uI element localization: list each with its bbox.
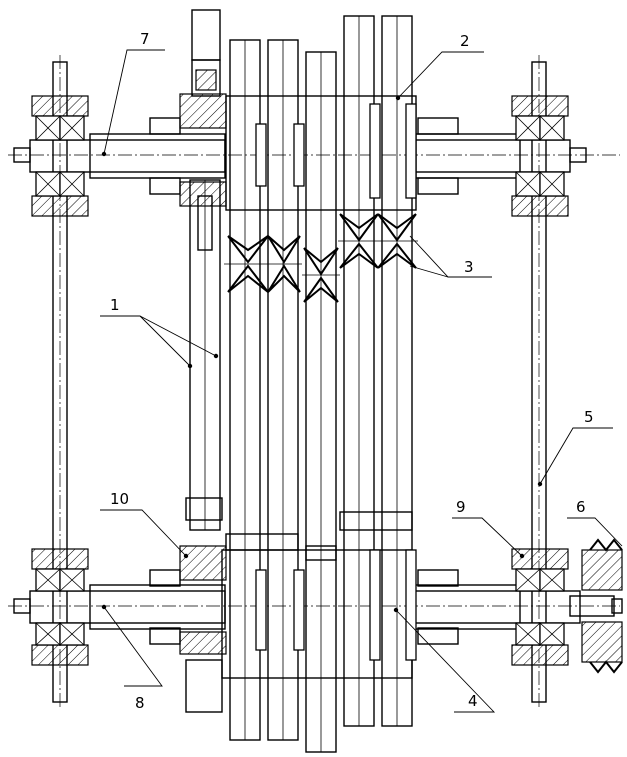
callout-5: 5 [584, 408, 594, 426]
callout-leaders [100, 49, 623, 713]
callout-4: 4 [468, 692, 478, 710]
callout-3: 3 [464, 258, 474, 276]
left-side-plate [185, 9, 223, 713]
callout-10: 10 [110, 490, 129, 508]
gear-cluster [224, 213, 418, 303]
callout-2: 2 [460, 32, 470, 50]
upper-eccentric-discs [225, 95, 417, 211]
callout-6: 6 [576, 498, 586, 516]
lower-shaft-assembly [8, 545, 623, 666]
right-tie-rod [531, 55, 547, 710]
callout-7: 7 [140, 30, 150, 48]
connecting-rods [229, 15, 413, 753]
callout-8: 8 [135, 694, 145, 712]
callout-1: 1 [110, 296, 120, 314]
callout-9: 9 [456, 498, 466, 516]
v-belt-pulley [581, 538, 623, 674]
left-tie-rod [52, 55, 68, 710]
upper-shaft-assembly [8, 93, 620, 217]
lower-eccentric-discs [221, 511, 417, 679]
